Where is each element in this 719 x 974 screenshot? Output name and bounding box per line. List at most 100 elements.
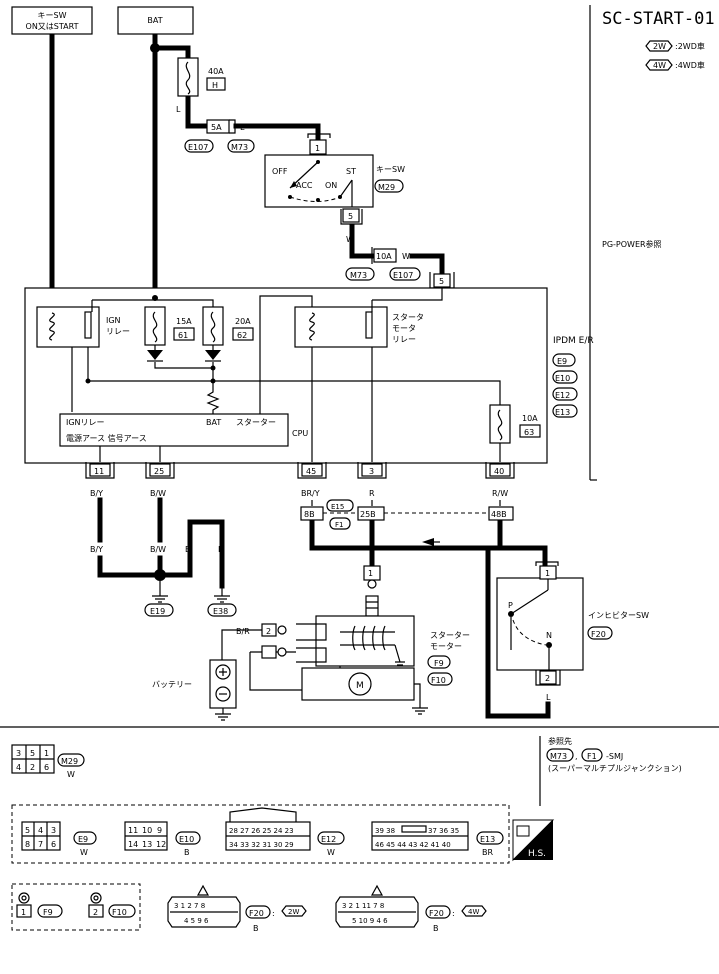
svg-text:46 45 44 43 42 41 40: 46 45 44 43 42 41 40 bbox=[375, 841, 451, 849]
battery-terminal-2: B/R 2 bbox=[236, 623, 287, 659]
svg-text:BAT: BAT bbox=[147, 16, 162, 25]
wire-keysw-to-10a bbox=[349, 223, 375, 259]
svg-text:10A: 10A bbox=[376, 252, 392, 261]
svg-text:7: 7 bbox=[38, 840, 43, 849]
svg-text:2: 2 bbox=[93, 908, 98, 917]
svg-text:キーSW: キーSW bbox=[38, 11, 67, 20]
svg-text:10: 10 bbox=[142, 826, 152, 835]
connector-view-f9: 1 F9 bbox=[16, 892, 63, 918]
svg-text:9: 9 bbox=[157, 826, 162, 835]
conn-48b: 48B bbox=[488, 506, 514, 521]
conn-3: 3 bbox=[357, 462, 387, 479]
conn-label-e38: E38 bbox=[207, 603, 237, 617]
svg-text:4: 4 bbox=[16, 763, 21, 772]
wire-color-w-1: W bbox=[346, 235, 354, 244]
cpu-box: IGNリレー BAT スターター 電源アース 信号アース CPU bbox=[59, 413, 308, 447]
wire-inhibitor-return bbox=[485, 545, 551, 719]
svg-text:リレー: リレー bbox=[106, 327, 130, 336]
svg-text:E13: E13 bbox=[480, 835, 495, 844]
wire-color-rw: R/W bbox=[492, 489, 508, 498]
svg-text:4W: 4W bbox=[468, 908, 479, 916]
svg-text:スターター: スターター bbox=[430, 631, 470, 640]
svg-text:W: W bbox=[327, 848, 335, 857]
svg-text:45: 45 bbox=[306, 467, 316, 476]
svg-text:N: N bbox=[546, 631, 552, 640]
svg-text:ACC: ACC bbox=[296, 181, 313, 190]
key-switch: 1 OFF ACC ON ST キーSW M29 bbox=[264, 133, 405, 208]
svg-text:E107: E107 bbox=[393, 271, 413, 280]
svg-text:25: 25 bbox=[154, 467, 164, 476]
connector-ipdm-5: 5 bbox=[429, 272, 455, 289]
connector-10a: 10A bbox=[371, 247, 397, 264]
svg-text:F20: F20 bbox=[249, 909, 264, 918]
connector-view-f20-2w: 3 1 2 7 8 4 5 9 6 F20 : 2W B bbox=[167, 884, 307, 933]
svg-text:61: 61 bbox=[178, 331, 188, 340]
svg-text:5A: 5A bbox=[211, 123, 222, 132]
svg-text:F9: F9 bbox=[434, 659, 444, 668]
conn-25: 25 bbox=[145, 462, 175, 479]
svg-text:P: P bbox=[508, 601, 513, 610]
connector-group-frame bbox=[11, 804, 510, 864]
svg-text:IPDM E/R: IPDM E/R bbox=[553, 336, 594, 346]
ground-junction bbox=[154, 569, 166, 581]
conn-label-e19: E19 bbox=[144, 603, 174, 617]
svg-text:11: 11 bbox=[128, 826, 138, 835]
svg-text:2W: 2W bbox=[288, 908, 299, 916]
svg-text:リレー: リレー bbox=[392, 335, 416, 344]
wire-color-by: B/Y bbox=[90, 489, 103, 498]
svg-text:1: 1 bbox=[315, 144, 320, 153]
connector-view-f20-4w: 3 2 1 11 7 8 5 10 9 4 6 F20 : 4W B bbox=[335, 884, 487, 933]
svg-text:F20: F20 bbox=[429, 909, 444, 918]
inhibitor-switch: 1 P N 2 インヒビターSW F20 bbox=[496, 561, 649, 686]
svg-text:E9: E9 bbox=[78, 835, 88, 844]
connector-view-e10: 11 10 9 14 13 12 E10 B bbox=[124, 821, 201, 857]
conn-40: 40 bbox=[485, 462, 515, 479]
svg-text:参照先: 参照先 bbox=[548, 736, 572, 746]
wire-cpu-starter bbox=[259, 295, 313, 414]
svg-text:B: B bbox=[218, 545, 224, 554]
svg-text:BAT: BAT bbox=[206, 418, 221, 427]
svg-text:4W: 4W bbox=[653, 61, 666, 70]
svg-text:OFF: OFF bbox=[272, 167, 288, 176]
svg-text:H.S.: H.S. bbox=[528, 849, 546, 859]
svg-text:3: 3 bbox=[16, 749, 21, 758]
svg-text:5: 5 bbox=[25, 826, 30, 835]
svg-text:3 2 1 11 7 8: 3 2 1 11 7 8 bbox=[342, 902, 384, 910]
conn-label-e107-top: E107 bbox=[184, 139, 214, 153]
starter-relay: スタータ モータ リレー bbox=[294, 300, 424, 348]
svg-text:,: , bbox=[575, 752, 578, 761]
starter-motor-label: スターター モーター F9 F10 bbox=[427, 631, 470, 686]
bat-source-box: BAT bbox=[117, 6, 194, 35]
svg-text:F20: F20 bbox=[591, 630, 606, 639]
svg-text:F1: F1 bbox=[587, 752, 597, 761]
svg-text:2: 2 bbox=[266, 627, 271, 636]
svg-text:B/R: B/R bbox=[236, 627, 250, 636]
svg-text:F9: F9 bbox=[43, 908, 53, 917]
svg-text:5 10 9 4 6: 5 10 9 4 6 bbox=[352, 917, 388, 925]
wire-5a-to-keysw bbox=[233, 123, 321, 141]
svg-text:ON又はSTART: ON又はSTART bbox=[26, 22, 79, 31]
svg-text:4: 4 bbox=[38, 826, 43, 835]
svg-text:62: 62 bbox=[237, 331, 247, 340]
svg-text:インヒビターSW: インヒビターSW bbox=[588, 611, 649, 620]
conn-25b: 25B bbox=[357, 506, 385, 521]
hs-badge: H.S. bbox=[512, 819, 555, 862]
svg-text:W: W bbox=[80, 848, 88, 857]
svg-text:2: 2 bbox=[545, 674, 550, 683]
svg-text:25B: 25B bbox=[360, 510, 376, 519]
svg-text:20A: 20A bbox=[235, 317, 251, 326]
svg-text:E107: E107 bbox=[188, 143, 208, 152]
svg-text:5: 5 bbox=[439, 277, 444, 286]
connector-view-m29: 3 5 1 4 2 6 M29 W bbox=[11, 744, 85, 779]
svg-text:IGN: IGN bbox=[106, 316, 121, 325]
svg-text:W: W bbox=[67, 770, 75, 779]
conn-11: 11 bbox=[85, 462, 115, 479]
fuse-40a: 40A H bbox=[177, 57, 226, 97]
svg-text:(スーパーマルチプルジャンクション): (スーパーマルチプルジャンクション) bbox=[548, 764, 682, 773]
svg-text:E10: E10 bbox=[179, 835, 194, 844]
wire-color-l-1: L bbox=[176, 105, 181, 114]
resistor bbox=[206, 368, 220, 414]
svg-text:F10: F10 bbox=[431, 676, 446, 685]
wire-bat-to-20a bbox=[155, 299, 214, 307]
wire-starter-relay-in bbox=[372, 288, 443, 301]
